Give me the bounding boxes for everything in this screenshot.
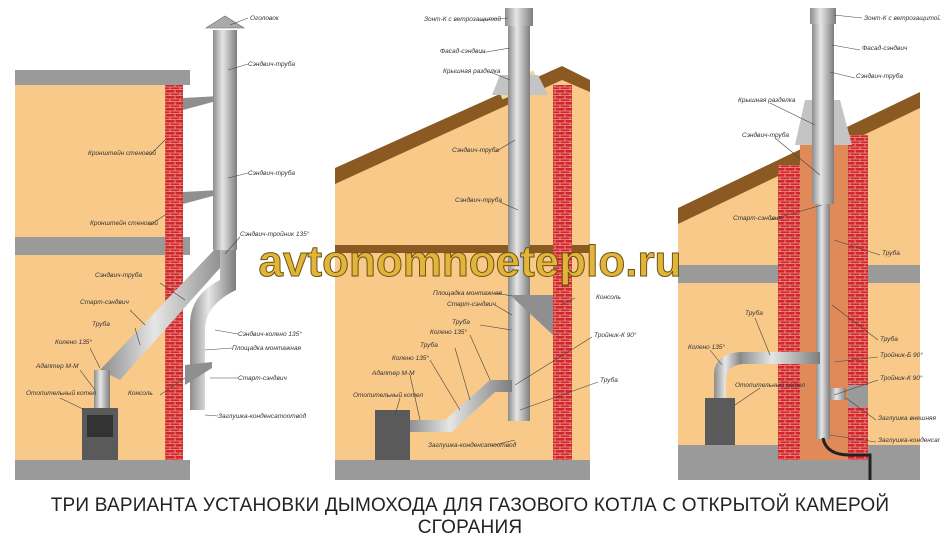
label: Тройник-К 90° bbox=[880, 374, 923, 382]
label: Колено 135° bbox=[55, 338, 92, 346]
label: Фасад-сэндвич bbox=[862, 44, 908, 52]
panel-2-through-roof bbox=[335, 8, 590, 480]
label: Сэндвич-колено 135° bbox=[238, 330, 302, 338]
label: Сэндвич-труба bbox=[452, 146, 499, 154]
label: Заглушка-конденсатоотвод bbox=[218, 412, 307, 420]
label: Зонт-К с ветрозащитой bbox=[864, 14, 940, 22]
brick-wall bbox=[165, 85, 183, 460]
label: Колено 135° bbox=[688, 343, 725, 351]
boiler bbox=[705, 398, 735, 445]
panel-3-brick-shaft bbox=[678, 8, 920, 480]
horizontal-pipe bbox=[740, 352, 820, 364]
label: Колено 135° bbox=[392, 354, 429, 362]
label: Заглушка внешняя bbox=[878, 415, 936, 422]
label: Старт-сэндвич bbox=[733, 214, 782, 222]
label: Консоль bbox=[596, 294, 621, 301]
label: Площадка монтажная bbox=[433, 289, 503, 297]
label: Труба bbox=[452, 318, 470, 326]
label: Старт-сэндвич bbox=[447, 300, 496, 308]
wind-cap bbox=[505, 8, 533, 26]
label: Крышная разделка bbox=[738, 96, 796, 104]
label: Отопительный котел bbox=[26, 389, 96, 397]
panel-1-labels: Оголовок Сэндвич-труба Кронштейн стеново… bbox=[26, 15, 310, 420]
label: Отопительный котел bbox=[735, 381, 805, 389]
label: Кронштейн стеновой bbox=[88, 149, 156, 157]
caption: ТРИ ВАРИАНТА УСТАНОВКИ ДЫМОХОДА ДЛЯ ГАЗО… bbox=[50, 495, 890, 538]
brick-wall bbox=[848, 135, 868, 460]
label: Старт-сэндвич bbox=[238, 374, 287, 382]
boiler bbox=[375, 410, 410, 460]
label: Старт-сэндвич bbox=[80, 298, 129, 306]
label: Сэндвич-тройник 135° bbox=[240, 230, 310, 238]
brick-wall bbox=[778, 165, 800, 460]
brick-wall bbox=[553, 85, 572, 460]
chimney-diagram: Оголовок Сэндвич-труба Кронштейн стеново… bbox=[15, 8, 940, 480]
label: Заглушка-конденсатоотвод bbox=[878, 436, 940, 444]
label: Тройник-К 90° bbox=[594, 331, 637, 339]
label: Крышная разделка bbox=[443, 67, 501, 75]
label: Кронштейн стеновой bbox=[90, 219, 158, 227]
label: Площадка монтажная bbox=[232, 344, 302, 352]
label: Фасад-сэндвич bbox=[440, 47, 486, 55]
label: Консоль bbox=[128, 390, 153, 397]
sandwich-pipe bbox=[213, 30, 237, 250]
label: Адаптер М-М bbox=[371, 369, 415, 377]
chimney-cap bbox=[204, 15, 246, 29]
label: Труба bbox=[880, 335, 898, 343]
label: Сэндвич-труба bbox=[248, 169, 295, 177]
panel-2-labels: Зонт-К с ветрозащитой Фасад-сэндвич Крыш… bbox=[353, 15, 637, 449]
label: Заглушка-конденсатоотвод bbox=[428, 441, 517, 449]
label: Сэндвич-труба bbox=[248, 60, 295, 68]
label: Труба bbox=[420, 341, 438, 349]
leader-lines bbox=[59, 14, 881, 447]
label: Оголовок bbox=[250, 15, 280, 22]
label: Сэндвич-труба bbox=[742, 131, 789, 139]
label: Отопительный котел bbox=[353, 391, 423, 399]
label: Сэндвич-труба bbox=[856, 72, 903, 80]
label: Труба bbox=[600, 376, 618, 384]
panel-3-labels: Зонт-К с ветрозащитой Фасад-сэндвич Сэнд… bbox=[688, 14, 940, 444]
sandwich-pipe bbox=[812, 24, 834, 204]
console bbox=[510, 295, 553, 335]
label: Сэндвич-труба bbox=[95, 271, 142, 279]
label: Тройник-Б 90° bbox=[880, 351, 923, 359]
label: Труба bbox=[745, 309, 763, 317]
panel-1-wall-mounted bbox=[15, 15, 246, 480]
label: Адаптер М-М bbox=[35, 362, 79, 370]
watermark: avtonomnoeteplo.ru bbox=[259, 237, 682, 286]
label: Колено 135° bbox=[430, 328, 467, 336]
label: Зонт-К с ветрозащитой bbox=[424, 15, 501, 23]
diagonal-pipe bbox=[100, 250, 236, 380]
console bbox=[185, 362, 212, 385]
label: Труба bbox=[882, 249, 900, 257]
label: Труба bbox=[92, 320, 110, 328]
wind-cap bbox=[810, 8, 836, 24]
connection-pipe bbox=[408, 380, 512, 432]
label: Сэндвич-труба bbox=[455, 196, 502, 204]
sandwich-pipe bbox=[508, 26, 530, 421]
pipe bbox=[816, 204, 830, 439]
